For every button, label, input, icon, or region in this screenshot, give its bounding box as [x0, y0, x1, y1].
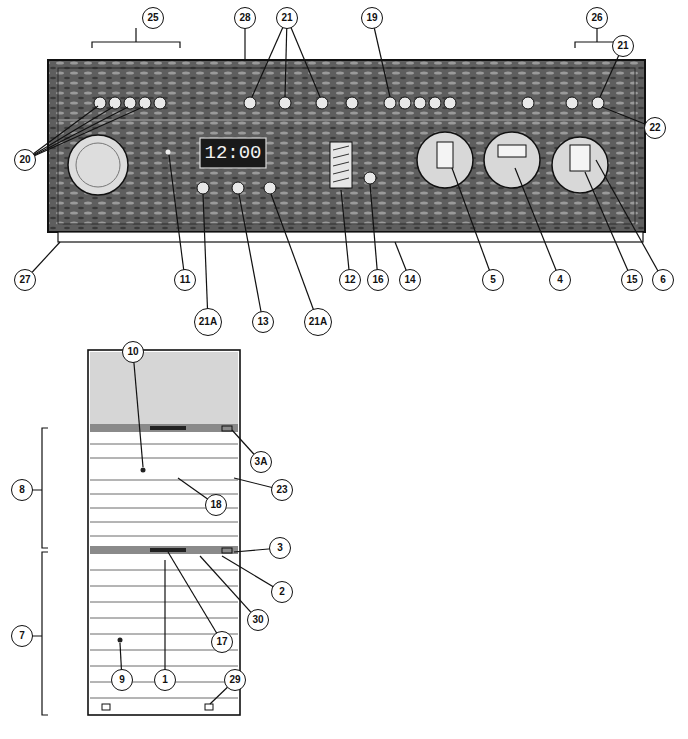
callout-text: 9	[119, 675, 125, 685]
callout-number: 26	[586, 7, 608, 29]
leader-lines	[25, 18, 663, 715]
callout-number: 23	[271, 479, 293, 501]
callout-text: 28	[239, 13, 250, 23]
callout-number: 29	[224, 669, 246, 691]
callout-number: 10	[122, 341, 144, 363]
callout-number: 2	[271, 581, 293, 603]
callout-text: 13	[257, 317, 268, 327]
clock-display-text: 12:00	[204, 144, 261, 163]
callout-text: 17	[216, 637, 227, 647]
callout-text: 1	[162, 675, 168, 685]
callout-number: 4	[549, 269, 571, 291]
callout-text: 16	[372, 275, 383, 285]
callout-number: 9	[111, 669, 133, 691]
callout-number: 21A	[304, 308, 332, 336]
callout-number: 27	[14, 269, 36, 291]
callout-text: 30	[252, 615, 263, 625]
callout-text: 8	[19, 485, 25, 495]
callout-number: 21	[276, 7, 298, 29]
callout-number: 16	[367, 269, 389, 291]
callout-number: 13	[252, 311, 274, 333]
callout-text: 6	[660, 275, 666, 285]
callout-number: 3	[269, 537, 291, 559]
callout-number: 21	[612, 35, 634, 57]
callout-number: 28	[234, 7, 256, 29]
callout-text: 25	[147, 13, 158, 23]
callout-text: 29	[229, 675, 240, 685]
callout-number: 25	[142, 7, 164, 29]
callout-text: 26	[591, 13, 602, 23]
callout-text: 22	[649, 123, 660, 133]
callout-number: 14	[399, 269, 421, 291]
callout-text: 14	[404, 275, 415, 285]
callout-text: 4	[557, 275, 563, 285]
callout-text: 11	[180, 275, 191, 285]
callout-number: 19	[361, 7, 383, 29]
callout-number: 21A	[194, 308, 222, 336]
callout-text: 21	[617, 41, 628, 51]
callout-number: 15	[621, 269, 643, 291]
callout-text: 10	[127, 347, 138, 357]
callout-text: 3A	[255, 457, 268, 467]
callout-text: 21A	[199, 317, 217, 327]
callout-text: 19	[366, 13, 377, 23]
callout-text: 7	[19, 631, 25, 641]
callout-number: 3A	[250, 451, 272, 473]
callout-number: 17	[211, 631, 233, 653]
callout-text: 23	[276, 485, 287, 495]
callout-text: 20	[19, 155, 30, 165]
callout-number: 18	[205, 494, 227, 516]
callout-number: 11	[174, 269, 196, 291]
callout-text: 3	[277, 543, 283, 553]
callout-text: 27	[19, 275, 30, 285]
door-panel	[88, 350, 240, 715]
callout-number: 30	[247, 609, 269, 631]
callout-text: 12	[344, 275, 355, 285]
callout-number: 8	[11, 479, 33, 501]
control-panel	[48, 60, 645, 242]
callout-number: 1	[154, 669, 176, 691]
callout-text: 18	[210, 500, 221, 510]
callout-text: 2	[279, 587, 285, 597]
callout-number: 20	[14, 149, 36, 171]
callout-number: 5	[482, 269, 504, 291]
callout-text: 5	[490, 275, 496, 285]
callout-number: 6	[652, 269, 674, 291]
callout-number: 22	[644, 117, 666, 139]
callout-number: 12	[339, 269, 361, 291]
callout-number: 7	[11, 625, 33, 647]
callout-text: 21A	[309, 317, 327, 327]
callout-text: 15	[626, 275, 637, 285]
callout-text: 21	[281, 13, 292, 23]
